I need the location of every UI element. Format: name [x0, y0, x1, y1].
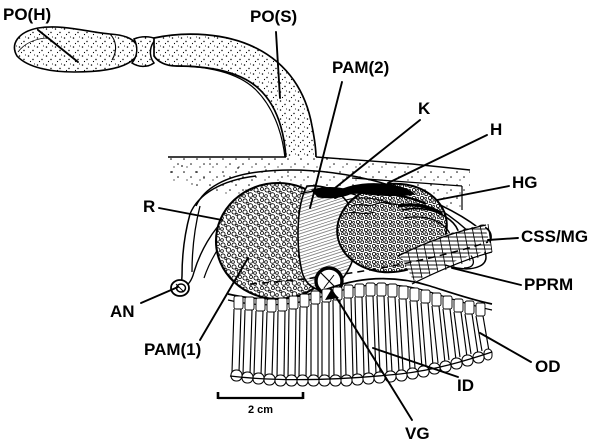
leader-line-k — [329, 119, 421, 193]
leader-line-css-mg — [487, 237, 519, 241]
label-hg: HG — [512, 173, 538, 192]
label-od: OD — [535, 357, 561, 376]
label-css-mg: CSS/MG — [521, 227, 589, 246]
label-po-h: PO(H) — [3, 5, 52, 24]
leader-line-po-s — [275, 31, 281, 99]
label-pam-2: PAM(2) — [332, 58, 390, 77]
scale-bar — [216, 392, 305, 400]
gill-filaments — [231, 295, 490, 378]
kidney — [299, 187, 357, 199]
leader-line-id — [372, 347, 459, 378]
leader-lines — [37, 29, 532, 421]
leader-line-pprm — [451, 267, 522, 286]
leader-line-vg — [330, 288, 413, 421]
label-pprm: PPRM — [524, 275, 574, 294]
posterior-pedal-retractor-muscle — [249, 223, 493, 285]
leader-line-an — [140, 286, 179, 304]
pedal-organ-stalk — [153, 33, 317, 159]
label-vg: VG — [405, 424, 430, 443]
label-an: AN — [110, 302, 135, 321]
scale-bar-label: 2 cm — [248, 404, 274, 416]
rectum-anus-group — [170, 215, 239, 297]
label-pam-1: PAM(1) — [144, 340, 202, 359]
leader-line-h — [387, 134, 488, 184]
leader-line-hg — [436, 185, 510, 201]
pedal-organ-joint — [130, 36, 158, 68]
leader-line-po-h — [37, 29, 79, 63]
leader-line-pam-1 — [199, 257, 249, 341]
gill-filament-tips — [230, 348, 493, 387]
label-h: H — [490, 120, 503, 139]
label-r: R — [143, 197, 156, 216]
gill-axis-cells — [233, 282, 486, 317]
label-po-s: PO(S) — [250, 7, 298, 26]
leader-line-r — [158, 207, 223, 221]
leader-line-od — [479, 332, 532, 363]
label-id: ID — [457, 376, 474, 395]
pedal-organ-head — [13, 26, 139, 73]
label-k: K — [418, 99, 431, 118]
gills-group — [227, 277, 493, 387]
anus-papilla — [170, 279, 190, 297]
leader-line-pam-2 — [309, 81, 343, 209]
vg-arrowhead — [325, 290, 339, 300]
